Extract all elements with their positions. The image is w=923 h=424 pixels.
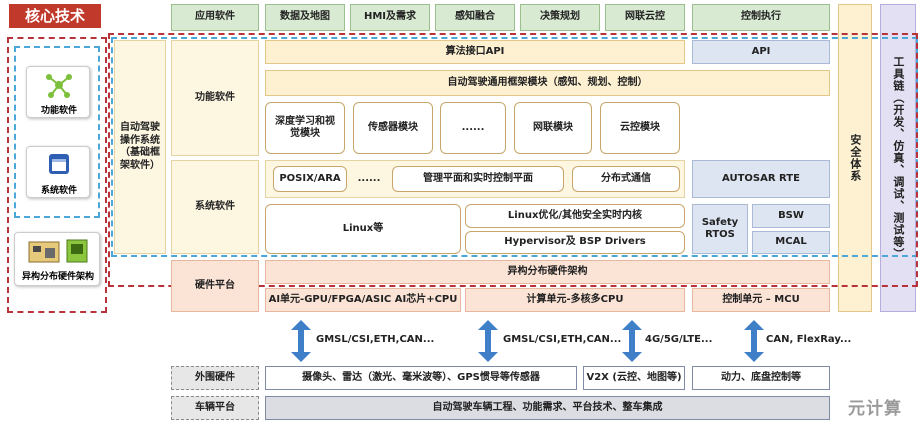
sensors-box: 摄像头、雷达（激光、毫米波等）、GPS惯导等传感器 <box>265 366 577 390</box>
posix-box: POSIX/ARA <box>273 166 347 192</box>
module-sensor: 传感器模块 <box>353 102 433 154</box>
top-item-data-map: 数据及地图 <box>265 4 345 31</box>
power-chassis-box: 动力、底盘控制等 <box>692 366 830 390</box>
hw-section-label: 硬件平台 <box>171 260 259 312</box>
top-item-planning: 决策规划 <box>520 4 600 31</box>
dist-comm-box: 分布式通信 <box>572 166 680 192</box>
app-software-label: 应用软件 <box>171 4 259 31</box>
arrow-label-1: GMSL/CSI,ETH,CAN... <box>316 334 435 345</box>
top-item-hmi: HMI及需求 <box>350 4 430 31</box>
core-red-frame <box>108 33 918 287</box>
mcal-box: MCAL <box>752 231 830 254</box>
sys-software-tile: 系统软件 <box>26 146 90 198</box>
framework-box: 自动驾驶通用框架模块（感知、规划、控制） <box>265 70 830 96</box>
hetero-arch-tile-label: 异构分布硬件架构 <box>21 272 94 282</box>
func-section-label: 功能软件 <box>171 40 259 156</box>
left-blue-frame <box>14 46 100 218</box>
func-software-tile-label: 功能软件 <box>40 106 77 116</box>
hetero-hw-box: 异构分布硬件架构 <box>265 260 830 284</box>
top-item-cloud: 网联云控 <box>605 4 685 31</box>
module-v2x: 网联模块 <box>514 102 592 154</box>
module-more: ...... <box>440 102 506 154</box>
module-cloud: 云控模块 <box>600 102 680 154</box>
os-label: 自动驾驶操作系统（基础框架软件） <box>114 40 166 254</box>
autosar-rte-box: AUTOSAR RTE <box>692 160 830 198</box>
func-software-tile: 功能软件 <box>26 66 90 118</box>
interface-arrows <box>291 320 764 362</box>
arrow-label-4: CAN, FlexRay... <box>766 334 852 345</box>
arrow-3-up <box>622 320 642 330</box>
network-icon <box>46 74 72 98</box>
compute-unit-box: 计算单元-多核多CPU <box>465 288 685 312</box>
arrow-1-up <box>291 320 311 330</box>
arrow-1-down <box>291 352 311 362</box>
window-icon <box>49 154 69 174</box>
sys-software-tile-label: 系统软件 <box>40 186 77 196</box>
hypervisor-box: Hypervisor及 BSP Drivers <box>465 231 685 254</box>
core-tech-header: 核心技术 <box>9 4 101 28</box>
sys-dots: ...... <box>357 172 381 184</box>
top-item-perception: 感知融合 <box>435 4 515 31</box>
mgmt-plane-box: 管理平面和实时控制平面 <box>392 166 564 192</box>
sys-section-label: 系统软件 <box>171 160 259 254</box>
linux-opt-box: Linux优化/其他安全实时内核 <box>465 204 685 228</box>
arrow-4-down <box>744 352 764 362</box>
watermark: 元计算 <box>848 399 902 419</box>
safety-system-column: 安全体系 <box>838 4 872 312</box>
bsw-box: BSW <box>752 204 830 228</box>
peripheral-label: 外围硬件 <box>171 366 259 390</box>
arrow-label-3: 4G/5G/LTE... <box>645 334 713 345</box>
toolchain-column: 工具链（开发、仿真、调试、测试等） <box>880 4 916 312</box>
arrow-2-up <box>478 320 498 330</box>
arrow-2-down <box>478 352 498 362</box>
module-deep-learning: 深度学习和视觉模块 <box>265 102 345 154</box>
api-box: API <box>692 40 830 64</box>
left-red-frame <box>7 37 107 313</box>
linux-box: Linux等 <box>265 204 461 254</box>
algo-api-box: 算法接口API <box>265 40 685 64</box>
vehicle-content-box: 自动驾驶车辆工程、功能需求、平台技术、整车集成 <box>265 396 830 420</box>
arrow-4-up <box>744 320 764 330</box>
hetero-arch-tile: 异构分布硬件架构 <box>14 232 100 286</box>
arrow-label-2: GMSL/CSI,ETH,CAN... <box>503 334 622 345</box>
control-unit-box: 控制单元 – MCU <box>692 288 830 312</box>
vehicle-label: 车辆平台 <box>171 396 259 420</box>
top-item-control: 控制执行 <box>692 4 830 31</box>
hardware-board-icon <box>28 239 88 263</box>
ai-unit-box: AI单元-GPU/FPGA/ASIC AI芯片+CPU <box>265 288 461 312</box>
arrow-3-down <box>622 352 642 362</box>
safety-rtos-box: Safety RTOS <box>692 204 748 254</box>
v2x-box: V2X (云控、地图等) <box>583 366 685 390</box>
